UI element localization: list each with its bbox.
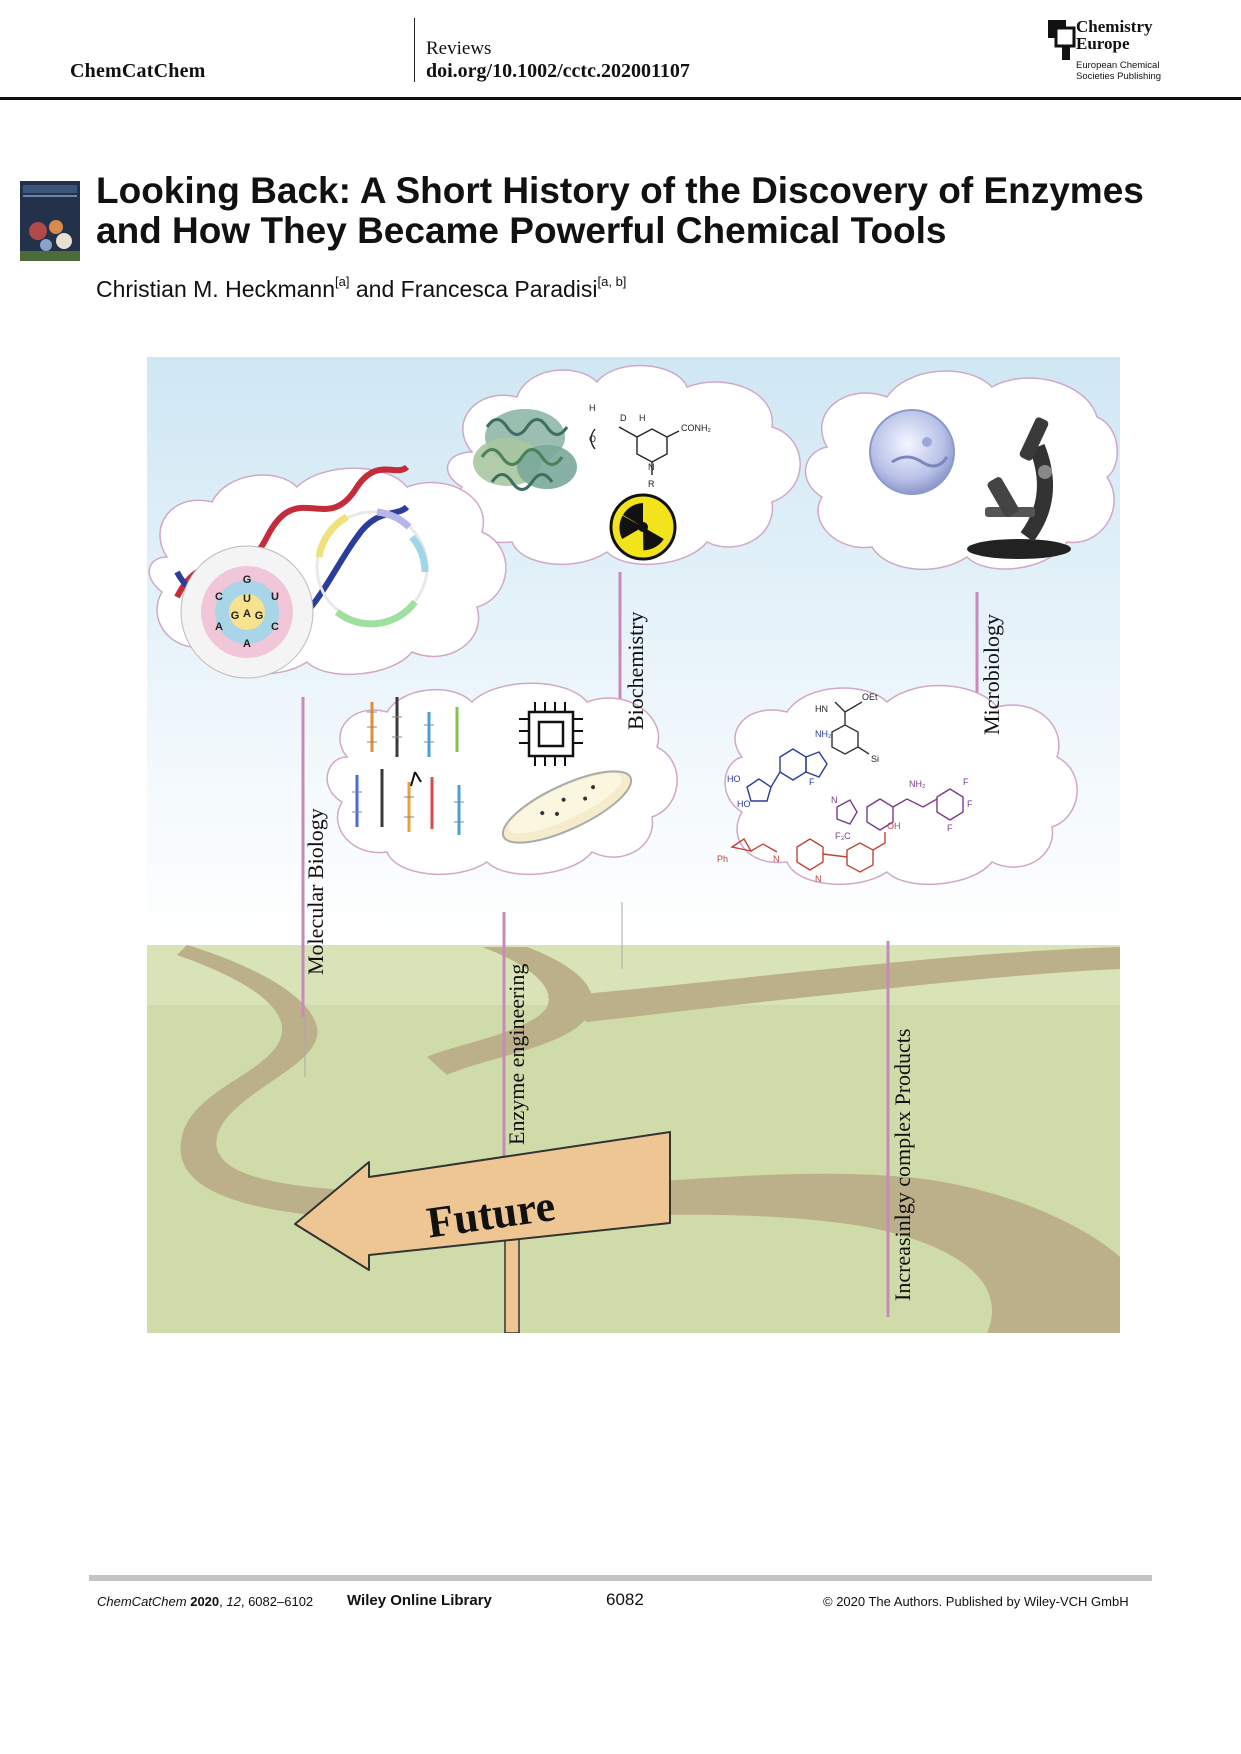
chem-label: NH₂ bbox=[909, 779, 926, 789]
nadh-conh2-label: CONH₂ bbox=[681, 423, 711, 433]
chem-label: NH₂ bbox=[815, 729, 832, 739]
codon-letter: C bbox=[271, 621, 279, 633]
nadh-h2-label: H bbox=[639, 413, 646, 423]
author-affiliation[interactable]: [a, b] bbox=[597, 274, 627, 290]
cloud-enzyme-engineering bbox=[326, 682, 678, 876]
chem-label: Si bbox=[871, 754, 879, 764]
publisher-subline1: European Chemical bbox=[1076, 60, 1160, 71]
codon-letter: G bbox=[255, 610, 264, 622]
footer-journal: ChemCatChem bbox=[97, 1594, 187, 1609]
agar-plate-icon bbox=[501, 770, 633, 844]
codon-letter: A bbox=[243, 638, 251, 650]
doi-link[interactable]: doi.org/10.1002/cctc.202001107 bbox=[426, 60, 690, 82]
microchip-icon bbox=[519, 702, 583, 766]
footer-citation: ChemCatChem 2020, 12, 6082–6102 bbox=[97, 1594, 314, 1609]
nadh-o-label: O bbox=[589, 434, 596, 444]
codon-letter: U bbox=[271, 591, 279, 603]
article-title-line1: Looking Back: A Short History of the Dis… bbox=[96, 170, 1144, 211]
nadh-n-label: N bbox=[648, 462, 655, 472]
copyright-notice: © 2020 The Authors. Published by Wiley-V… bbox=[823, 1594, 1129, 1609]
article-title-line2: and How They Became Powerful Chemical To… bbox=[96, 210, 947, 251]
author-affiliation[interactable]: [a] bbox=[335, 274, 350, 290]
wiley-online-library-link[interactable]: Wiley Online Library bbox=[347, 1592, 492, 1609]
codon-letter: A bbox=[243, 608, 251, 620]
header-rule bbox=[0, 97, 1241, 100]
journal-cover-thumbnail bbox=[20, 181, 80, 261]
chem-label: Ph bbox=[717, 854, 728, 864]
codon-wheel-icon: G U C A A C U G G A bbox=[180, 545, 314, 679]
dna-library-icon bbox=[352, 697, 464, 835]
chem-label: HO bbox=[727, 774, 741, 784]
branch-label-biochemistry: Biochemistry bbox=[623, 611, 648, 730]
codon-letter: G bbox=[231, 610, 240, 622]
chem-label: N bbox=[815, 874, 822, 884]
author-name[interactable]: Christian M. Heckmann bbox=[96, 276, 336, 302]
road-paths bbox=[177, 945, 1120, 1333]
chem-label: F bbox=[967, 799, 973, 809]
toc-illustration: H D H CONH₂ N R O G U bbox=[147, 357, 1120, 1334]
radiation-icon bbox=[609, 493, 677, 561]
chem-label: F bbox=[963, 777, 969, 787]
microscope-icon bbox=[967, 417, 1071, 559]
publisher-name-line1: Chemistry bbox=[1076, 17, 1153, 36]
publisher-logo: Chemistry Europe European Chemical Socie… bbox=[1046, 18, 1196, 84]
chem-label: OH bbox=[887, 821, 901, 831]
cloud-complex-products bbox=[724, 684, 1078, 886]
future-signpost: Future bbox=[294, 1131, 671, 1334]
codon-letter: C bbox=[215, 591, 223, 603]
author-name[interactable]: Francesca Paradisi bbox=[400, 276, 598, 302]
nadh-d-label: D bbox=[620, 413, 627, 423]
nadh-structure-icon: H D H CONH₂ N R O bbox=[589, 403, 711, 489]
plasmid-map-icon bbox=[315, 508, 429, 628]
chem-label: F bbox=[809, 777, 815, 787]
footer-volume: 12 bbox=[226, 1594, 241, 1609]
article-title: Looking Back: A Short History of the Dis… bbox=[96, 171, 1216, 251]
branch-label-molecular-biology: Molecular Biology bbox=[303, 808, 328, 975]
chem-label: HN bbox=[815, 704, 828, 714]
chem-label: N bbox=[773, 854, 780, 864]
chem-label: F₃C bbox=[835, 831, 851, 841]
nadh-h-label: H bbox=[589, 403, 596, 413]
author-conjunction: and bbox=[355, 276, 395, 302]
page-number: 6082 bbox=[606, 1590, 644, 1609]
branch-label-complex-products: Increasinlgy complex Products bbox=[890, 1029, 915, 1302]
journal-name: ChemCatChem bbox=[70, 60, 206, 82]
branch-label-enzyme-engineering: Enzyme engineering bbox=[504, 964, 529, 1145]
publisher-name-line2: Europe bbox=[1076, 34, 1130, 53]
publisher-mark-icon bbox=[1048, 20, 1076, 60]
codon-letter: G bbox=[243, 574, 252, 586]
cloud-microbiology bbox=[805, 370, 1118, 570]
footer-pages: 6082–6102 bbox=[248, 1594, 314, 1609]
complex-molecules-icon: NH₂ OEt HN Si HO HO F N NH₂ F F F F₃C Ph… bbox=[717, 692, 973, 884]
chem-label: HO bbox=[737, 799, 751, 809]
codon-letter: U bbox=[243, 593, 251, 605]
protein-structure-icon bbox=[473, 409, 577, 491]
chem-label: OEt bbox=[862, 692, 878, 702]
toc-graphic: H D H CONH₂ N R O G U bbox=[147, 357, 1120, 1334]
section-label: Reviews bbox=[426, 38, 492, 59]
footer-rule bbox=[89, 1575, 1152, 1581]
petri-dish-icon bbox=[869, 409, 955, 495]
footer-year: 2020 bbox=[190, 1594, 220, 1609]
codon-letter: A bbox=[215, 621, 223, 633]
branch-label-microbiology: Microbiology bbox=[979, 614, 1004, 735]
chem-label: F bbox=[947, 823, 953, 833]
header-divider bbox=[414, 18, 415, 82]
nadh-r-label: R bbox=[648, 479, 655, 489]
publisher-subline2: Societies Publishing bbox=[1076, 71, 1162, 82]
author-list: Christian M. Heckmann[a] and Francesca P… bbox=[96, 274, 627, 303]
chem-label: N bbox=[831, 795, 838, 805]
